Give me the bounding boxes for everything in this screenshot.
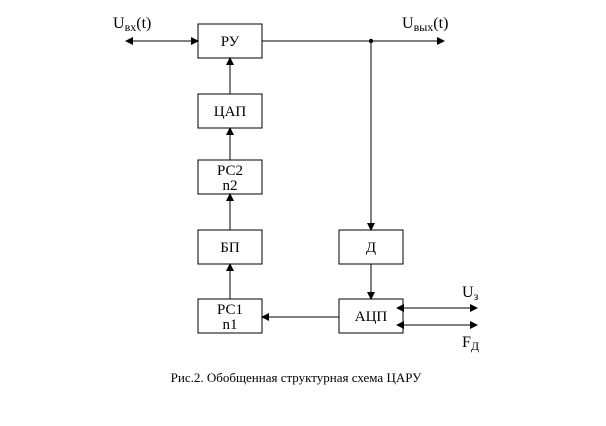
- block-cap-label: ЦАП: [214, 104, 247, 120]
- block-bp: БП: [197, 229, 263, 265]
- figure-caption: Рис.2. Обобщенная структурная схема ЦАРУ: [171, 370, 422, 385]
- uz-signal-label: Uз: [462, 284, 479, 303]
- block-rs2-n: n2: [223, 178, 238, 194]
- block-cap: ЦАП: [197, 93, 263, 129]
- block-acp: АЦП: [338, 298, 404, 334]
- block-rs1-label: РС1: [217, 302, 243, 318]
- block-bp-label: БП: [220, 240, 240, 256]
- block-ru: РУ: [197, 23, 263, 59]
- block-d-label: Д: [366, 240, 376, 256]
- block-rs2: РС2 n2: [197, 159, 263, 195]
- block-acp-label: АЦП: [355, 309, 388, 325]
- block-d: Д: [338, 229, 404, 265]
- output-signal-label: Uвых(t): [402, 15, 448, 34]
- block-ru-label: РУ: [221, 34, 240, 50]
- block-rs1-n: n1: [223, 317, 238, 333]
- fd-signal-label: FД: [462, 334, 479, 353]
- block-rs2-label: РС2: [217, 163, 243, 179]
- block-rs1: РС1 n1: [197, 298, 263, 334]
- input-signal-label: Uвх(t): [113, 15, 151, 34]
